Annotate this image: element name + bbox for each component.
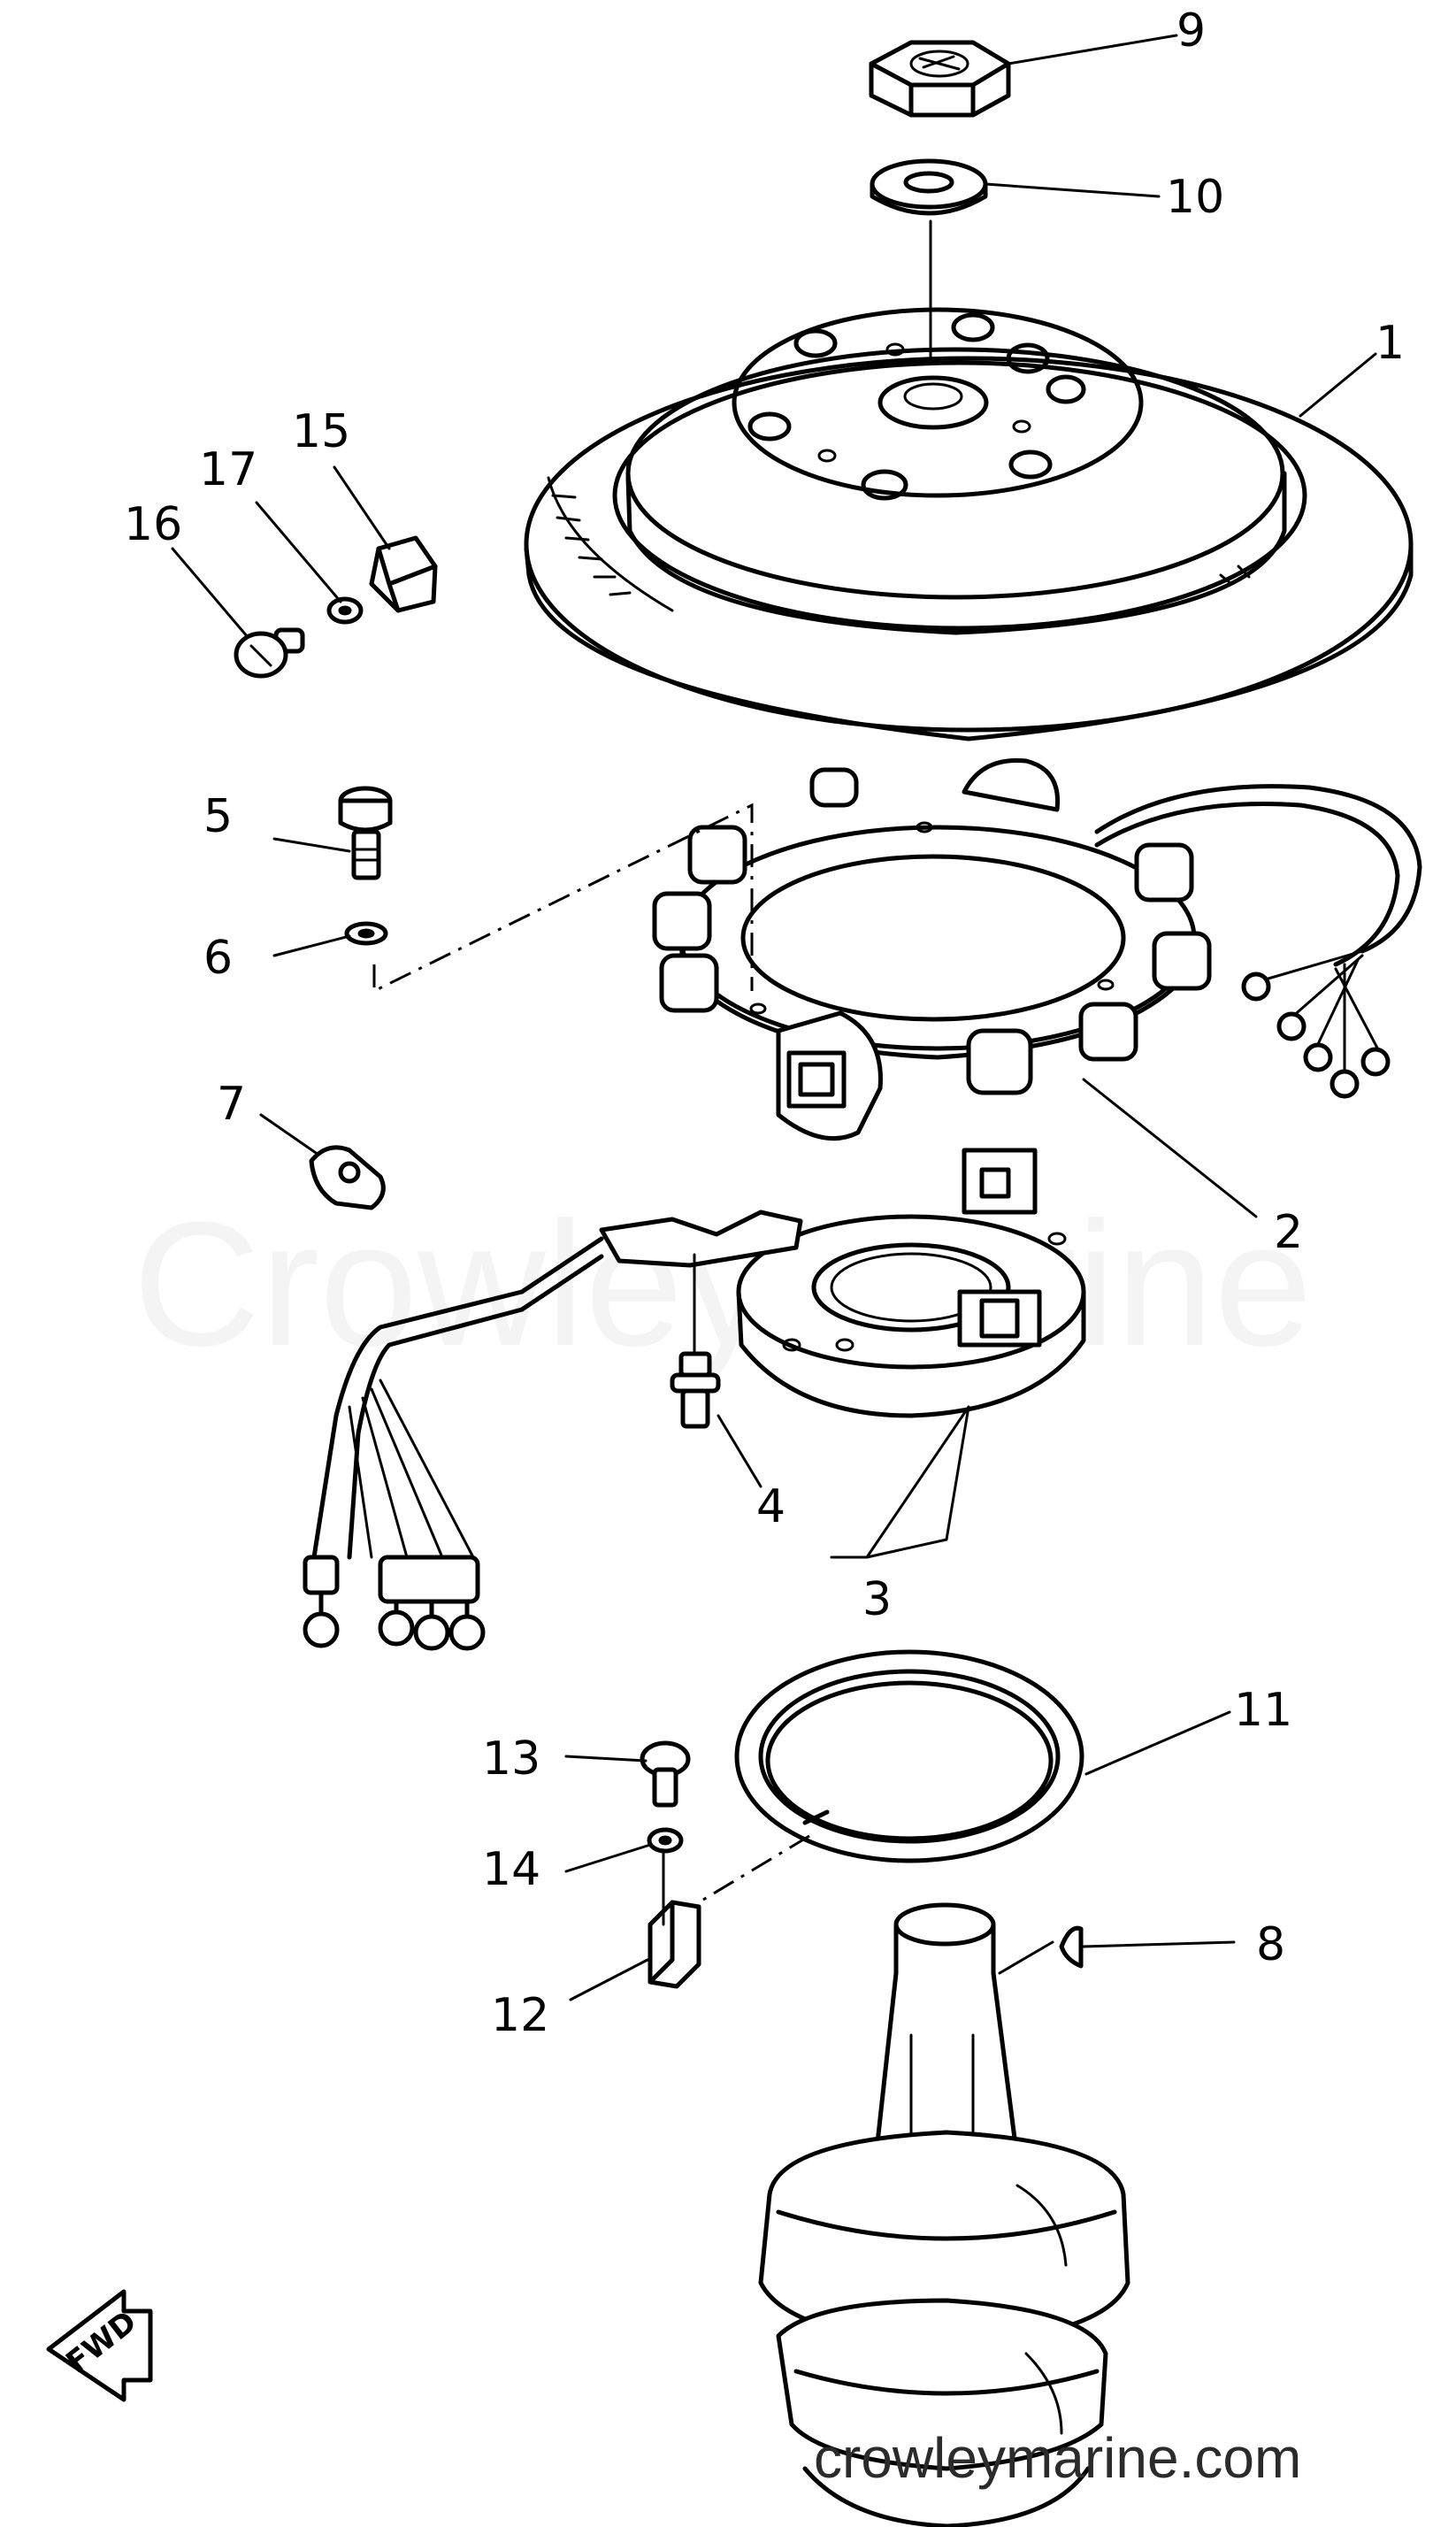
leader-lines [171, 34, 1377, 2001]
callout-13: 13 [482, 1732, 540, 1786]
site-footer: crowleymarine.com [814, 2426, 1301, 2490]
holder-washer [326, 596, 364, 625]
bracket [648, 1900, 701, 1989]
holder-screw [234, 627, 305, 679]
callout-9: 9 [1176, 4, 1206, 58]
fwd-arrow-badge: FWD [46, 2289, 153, 2402]
callout-4: 4 [756, 1480, 785, 1533]
flywheel [524, 307, 1414, 741]
callout-11: 11 [1234, 1684, 1292, 1737]
stator-washer [344, 921, 388, 946]
woodruff-key [1059, 1925, 1084, 1969]
callout-8: 8 [1256, 1918, 1285, 1971]
stator-bolt [338, 786, 393, 880]
cable-holder [369, 535, 438, 613]
base-assembly [303, 1148, 1086, 1651]
callout-14: 14 [482, 1843, 540, 1896]
base-screw [670, 1253, 721, 1429]
flywheel-washer [870, 158, 988, 216]
callout-6: 6 [203, 932, 233, 985]
callout-7: 7 [217, 1078, 246, 1131]
callout-2: 2 [1274, 1206, 1303, 1259]
callout-17: 17 [199, 443, 257, 496]
callout-10: 10 [1166, 171, 1224, 224]
callout-16: 16 [124, 498, 182, 551]
crankshaft [758, 1902, 1130, 2527]
bracket-screw [640, 1740, 691, 1808]
ring-leader [698, 1834, 810, 1904]
callout-5: 5 [203, 790, 233, 843]
callout-1: 1 [1376, 317, 1405, 370]
bracket-washer [647, 1827, 684, 1854]
retaining-ring [734, 1649, 1084, 1863]
callout-15: 15 [292, 405, 350, 458]
clamp [309, 1145, 386, 1210]
callout-3: 3 [862, 1573, 892, 1626]
watermark: CrowleyMarine [133, 1186, 1313, 1383]
stator-bolt-leader [372, 803, 754, 994]
nut [869, 40, 1011, 118]
callout-12: 12 [491, 1989, 549, 2042]
stator [652, 757, 1422, 1141]
